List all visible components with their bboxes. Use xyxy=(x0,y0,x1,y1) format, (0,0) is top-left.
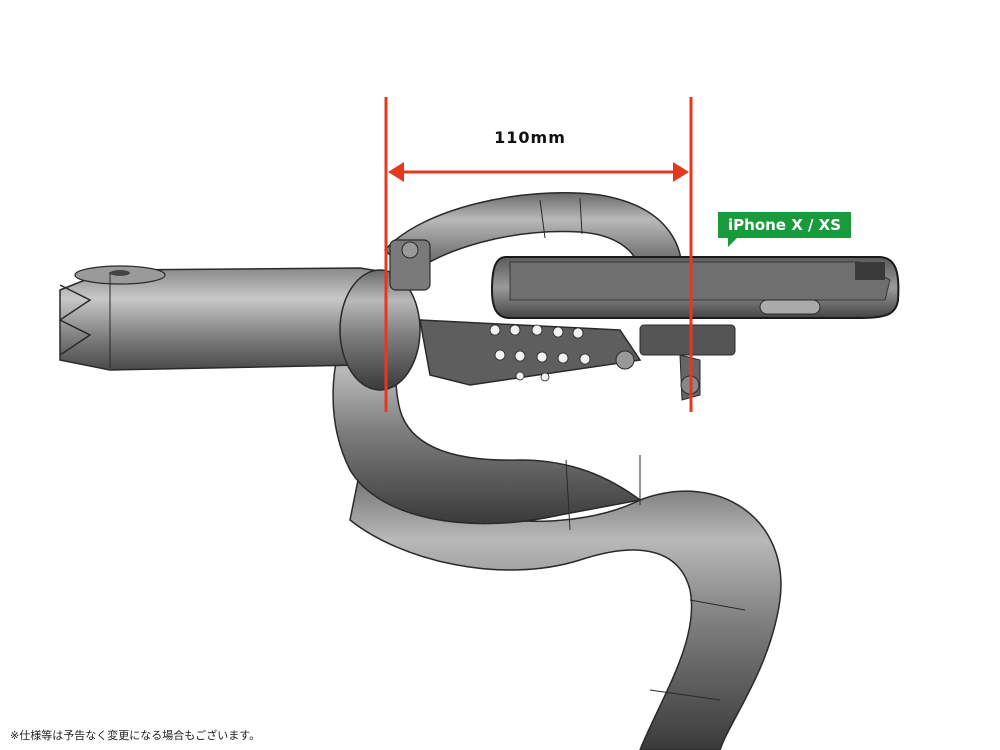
disclaimer-text: ※仕様等は予告なく変更になる場合もございます。 xyxy=(10,729,261,742)
handlebar xyxy=(332,192,782,750)
dimension-label: 110mm xyxy=(494,128,566,147)
dimension-indicator xyxy=(384,97,693,412)
stem xyxy=(58,265,386,371)
handlebar-clamp xyxy=(339,239,431,391)
dimension-left-arrow xyxy=(388,162,404,182)
model-tag: iPhone X / XS xyxy=(718,212,852,247)
phone xyxy=(490,256,900,319)
mount-arm xyxy=(419,319,736,401)
dimension-right-arrow xyxy=(673,162,689,182)
